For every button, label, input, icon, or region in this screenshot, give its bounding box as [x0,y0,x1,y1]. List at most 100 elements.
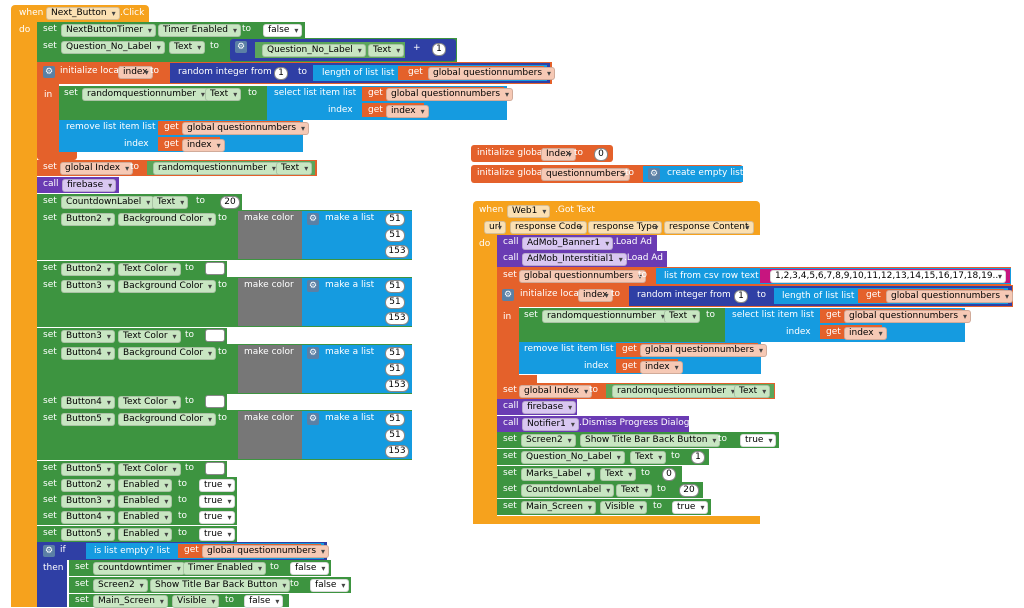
component-dropdown[interactable]: Web1 [507,205,551,218]
number-input[interactable]: 51 [385,413,405,426]
variable-dropdown[interactable]: index [386,105,429,118]
param-url[interactable]: url [484,221,506,234]
variable-dropdown[interactable]: global Index [60,162,134,175]
variable-dropdown[interactable]: global Index [519,385,593,398]
gear-icon[interactable]: ⚙ [307,280,319,292]
property-dropdown[interactable]: Visible [600,501,648,514]
variable-dropdown[interactable]: global questionnumbers [844,310,972,323]
property-dropdown[interactable]: Background Color [118,347,217,360]
component-dropdown[interactable]: Button3 [61,330,115,343]
component-dropdown[interactable]: randomquestionnumber [612,385,739,398]
gear-icon[interactable]: ⚙ [43,545,55,557]
component-dropdown[interactable]: Marks_Label [521,468,595,481]
component-dropdown[interactable]: Screen2 [93,579,148,592]
component-dropdown[interactable]: Button5 [61,528,115,541]
boolean-dropdown[interactable]: false [263,24,303,37]
property-dropdown[interactable]: Background Color [118,213,217,226]
component-dropdown[interactable]: Button2 [61,213,115,226]
component-dropdown[interactable]: CountdownLabel [61,196,155,209]
boolean-dropdown[interactable]: false [310,579,350,592]
component-dropdown[interactable]: Notifier1 [522,418,579,431]
property-dropdown[interactable]: Enabled [118,528,173,541]
param-response-content[interactable]: response Content [664,221,754,234]
number-input[interactable]: 153 [385,445,409,458]
property-dropdown[interactable]: Text [734,385,771,398]
number-input[interactable]: 51 [385,229,405,242]
color-swatch-white[interactable] [205,262,225,275]
component-dropdown[interactable]: Button2 [61,263,115,276]
property-dropdown[interactable]: Text [205,88,242,101]
property-dropdown[interactable]: Timer Enabled [183,562,266,575]
color-swatch-white[interactable] [205,329,225,342]
component-dropdown[interactable]: randomquestionnumber [82,88,209,101]
property-dropdown[interactable]: Show Title Bar Back Button [150,579,291,592]
gear-icon[interactable]: ⚙ [307,413,319,425]
property-dropdown[interactable]: Text [616,484,653,497]
property-dropdown[interactable]: Text [630,451,667,464]
component-dropdown[interactable]: NextButtonTimer [61,24,156,37]
boolean-dropdown[interactable]: true [199,528,236,541]
variable-dropdown[interactable]: global questionnumbers [428,67,556,80]
gear-icon[interactable]: ⚙ [235,41,247,53]
param-response-code[interactable]: response Code [510,221,587,234]
property-dropdown[interactable]: Show Title Bar Back Button [580,434,721,447]
component-dropdown[interactable]: CountdownLabel [521,484,615,497]
property-dropdown[interactable]: Text [368,44,405,57]
component-dropdown[interactable]: Main_Screen [93,595,168,608]
number-input[interactable]: 20 [220,196,240,209]
number-input[interactable]: 0 [662,468,676,481]
component-dropdown[interactable]: Button5 [61,413,115,426]
property-dropdown[interactable]: Text [169,41,206,54]
variable-dropdown[interactable]: index [182,139,225,152]
number-input[interactable]: 51 [385,363,405,376]
variable-dropdown[interactable]: global questionnumbers [182,122,310,135]
component-dropdown[interactable]: Button3 [61,280,115,293]
component-dropdown[interactable]: AdMob_Banner1 [522,237,614,250]
variable-name-field[interactable]: questionnumbers [541,168,630,181]
component-dropdown[interactable]: Button4 [61,396,115,409]
property-dropdown[interactable]: Text [276,162,313,175]
gear-icon[interactable]: ⚙ [307,213,319,225]
property-dropdown[interactable]: Text Color [118,463,181,476]
property-dropdown[interactable]: Text Color [118,330,181,343]
variable-name-field[interactable]: index [578,289,613,302]
color-swatch-white[interactable] [205,395,225,408]
component-dropdown[interactable]: Question_No_Label [521,451,625,464]
number-input[interactable]: 0 [594,148,608,161]
variable-dropdown[interactable]: global questionnumbers [519,270,647,283]
component-dropdown[interactable]: Next_Button [46,7,120,20]
number-input[interactable]: 51 [385,347,405,360]
boolean-dropdown[interactable]: true [199,495,236,508]
component-dropdown[interactable]: countdowntimer [93,562,185,575]
variable-dropdown[interactable]: global questionnumbers [386,88,514,101]
component-dropdown[interactable]: Button2 [61,479,115,492]
property-dropdown[interactable]: Text [664,310,701,323]
param-response-type[interactable]: response Type [588,221,663,234]
variable-dropdown[interactable]: global questionnumbers [886,290,1014,303]
variable-dropdown[interactable]: global questionnumbers [640,344,768,357]
number-input[interactable]: 153 [385,312,409,325]
boolean-dropdown[interactable]: true [199,479,236,492]
component-dropdown[interactable]: Question_No_Label [61,41,165,54]
number-input[interactable]: 1 [691,451,705,464]
color-swatch-white[interactable] [205,462,225,475]
boolean-dropdown[interactable]: false [290,562,330,575]
boolean-dropdown[interactable]: false [244,595,284,608]
number-input[interactable]: 51 [385,213,405,226]
variable-name-field[interactable]: Index [541,148,576,161]
component-dropdown[interactable]: firebase [522,401,577,414]
property-dropdown[interactable]: Enabled [118,511,173,524]
property-dropdown[interactable]: Background Color [118,280,217,293]
property-dropdown[interactable]: Text Color [118,263,181,276]
variable-dropdown[interactable]: global questionnumbers [202,545,330,558]
property-dropdown[interactable]: Text Color [118,396,181,409]
number-input[interactable]: 1 [274,67,288,80]
component-dropdown[interactable]: Button3 [61,495,115,508]
component-dropdown[interactable]: Button5 [61,463,115,476]
boolean-dropdown[interactable]: true [740,434,777,447]
component-dropdown[interactable]: Main_Screen [521,501,596,514]
variable-name-field[interactable]: index [118,66,153,79]
component-dropdown[interactable]: Screen2 [521,434,576,447]
property-dropdown[interactable]: Enabled [118,495,173,508]
component-dropdown[interactable]: AdMob_Interstitial1 [522,253,627,266]
